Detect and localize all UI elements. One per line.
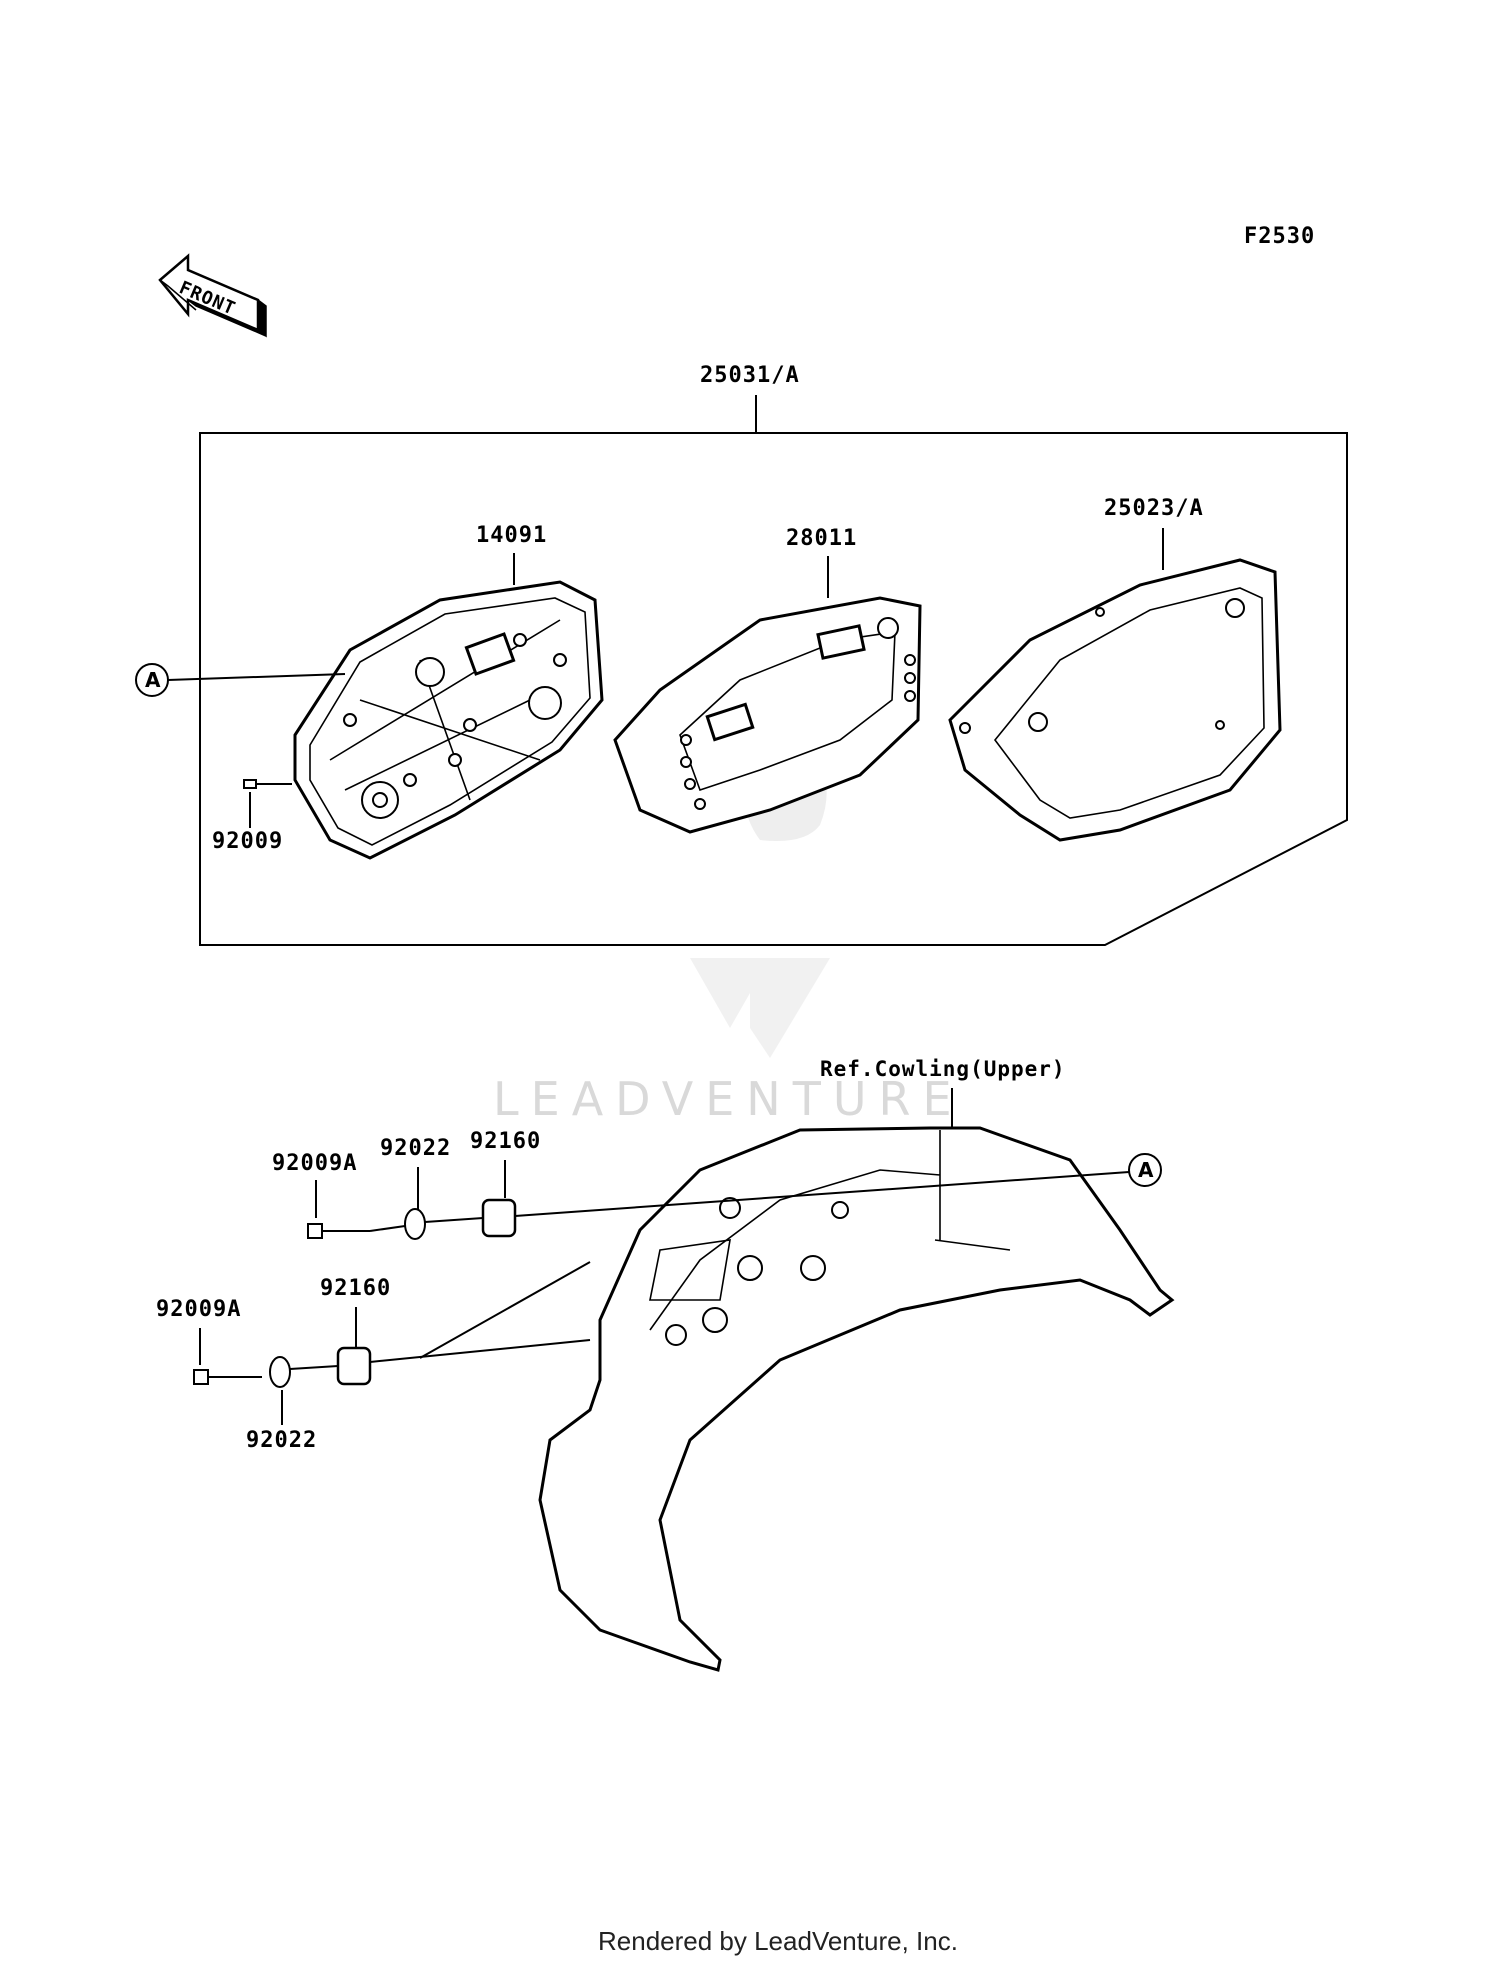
reference-cowling-label: Ref.Cowling(Upper) bbox=[820, 1057, 1066, 1081]
washer-92022-upper-icon bbox=[404, 1208, 426, 1240]
damper-92160-upper-icon bbox=[481, 1198, 517, 1238]
part-label-92009a-upper: 92009A bbox=[272, 1151, 357, 1176]
screw-92009a-lower-icon bbox=[193, 1369, 209, 1385]
footer-credit: Rendered by LeadVenture, Inc. bbox=[598, 1926, 958, 1956]
upper-mounting-hardware bbox=[307, 1171, 1130, 1240]
callout-a-right-label: A bbox=[1138, 1158, 1154, 1182]
part-label-92160-upper: 92160 bbox=[470, 1129, 541, 1154]
part-label-92022-upper: 92022 bbox=[380, 1136, 451, 1161]
leader-callout-a-left bbox=[167, 673, 346, 681]
watermark-text: LEADVENTURE bbox=[493, 1072, 964, 1126]
lower-mounting-hardware bbox=[193, 1261, 591, 1388]
part-label-25023a: 25023/A bbox=[1104, 496, 1204, 521]
screw-92009a-upper-icon bbox=[307, 1223, 323, 1239]
assembly-kit-box bbox=[199, 432, 1348, 946]
upper-cowling-reference-part bbox=[538, 1126, 1175, 1672]
meter-case-upper-part bbox=[948, 558, 1282, 842]
screw-92009-icon bbox=[243, 779, 292, 789]
figure-code: F2530 bbox=[1244, 224, 1315, 249]
part-label-92160-lower: 92160 bbox=[320, 1276, 391, 1301]
assembly-part-number: 25031/A bbox=[700, 363, 800, 388]
washer-92022-lower-icon bbox=[269, 1356, 291, 1388]
callout-a-right bbox=[1128, 1153, 1162, 1187]
part-label-28011: 28011 bbox=[786, 526, 857, 551]
part-label-92009a-lower: 92009A bbox=[156, 1297, 241, 1322]
callout-a-left-label: A bbox=[145, 668, 161, 692]
damper-92160-lower-icon bbox=[336, 1346, 372, 1386]
meter-case-lower-part bbox=[293, 580, 604, 860]
part-label-14091: 14091 bbox=[476, 523, 547, 548]
front-direction-arrow-icon: FRONT bbox=[158, 253, 267, 338]
part-label-92009: 92009 bbox=[212, 829, 283, 854]
part-label-92022-lower: 92022 bbox=[246, 1428, 317, 1453]
meter-unit-part bbox=[613, 596, 922, 834]
